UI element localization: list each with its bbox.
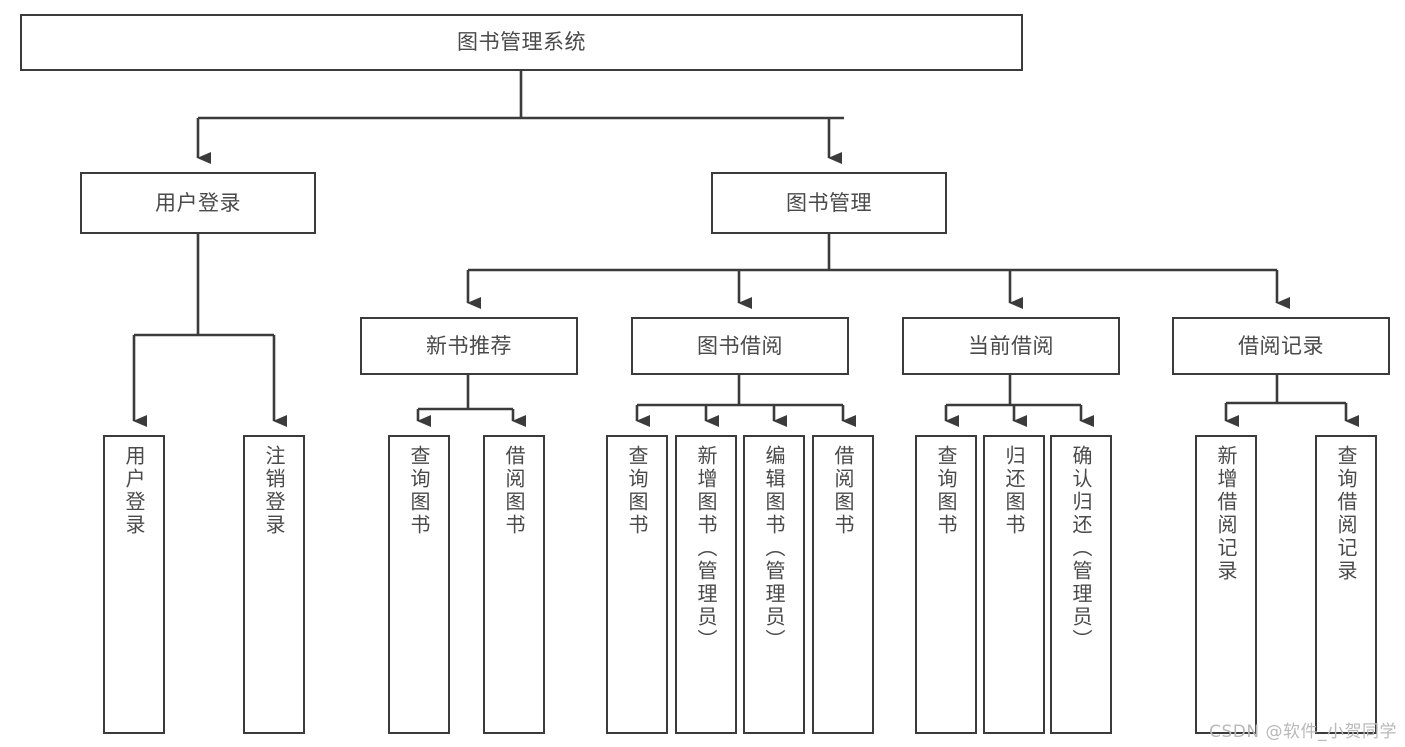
node-user-login-label: 用户登录 <box>155 190 241 215</box>
node-leaf-query-book-3-label: 查询图书 <box>934 445 958 537</box>
node-book-borrow-label: 图书借阅 <box>697 333 783 358</box>
node-root-label: 图书管理系统 <box>457 30 586 55</box>
node-book-manage-label: 图书管理 <box>786 190 872 215</box>
node-borrow-record[interactable]: 借阅记录 <box>1172 317 1390 375</box>
node-leaf-query-book-3[interactable]: 查询图书 <box>915 435 977 734</box>
node-current-borrow[interactable]: 当前借阅 <box>902 317 1120 375</box>
node-leaf-query-book-1-label: 查询图书 <box>407 445 431 537</box>
node-current-borrow-label: 当前借阅 <box>968 333 1054 358</box>
node-leaf-add-record[interactable]: 新增借阅记录 <box>1195 435 1257 734</box>
node-new-book-recommend[interactable]: 新书推荐 <box>360 317 578 375</box>
node-leaf-query-book-1[interactable]: 查询图书 <box>388 435 450 734</box>
node-leaf-add-book-label: 新增图书（管理员） <box>694 445 718 652</box>
node-leaf-logout[interactable]: 注销登录 <box>243 435 305 734</box>
node-leaf-confirm-return[interactable]: 确认归还（管理员） <box>1050 435 1112 734</box>
node-borrow-record-label: 借阅记录 <box>1238 333 1324 358</box>
csdn-watermark: CSDN @软件_小贺同学 <box>1209 722 1397 742</box>
node-leaf-borrow-book-1-label: 借阅图书 <box>502 445 526 537</box>
node-leaf-add-record-label: 新增借阅记录 <box>1214 445 1238 583</box>
node-root-system[interactable]: 图书管理系统 <box>20 14 1023 71</box>
node-book-borrow[interactable]: 图书借阅 <box>631 317 849 375</box>
node-book-manage[interactable]: 图书管理 <box>711 172 947 234</box>
node-user-login[interactable]: 用户登录 <box>80 172 316 234</box>
node-leaf-borrow-book-2[interactable]: 借阅图书 <box>812 435 874 734</box>
node-new-book-recommend-label: 新书推荐 <box>426 333 512 358</box>
node-leaf-return-book-label: 归还图书 <box>1002 445 1026 537</box>
node-leaf-user-login[interactable]: 用户登录 <box>103 435 165 734</box>
node-leaf-user-login-label: 用户登录 <box>122 445 146 537</box>
node-leaf-query-record[interactable]: 查询借阅记录 <box>1315 435 1377 734</box>
node-leaf-return-book[interactable]: 归还图书 <box>983 435 1045 734</box>
node-leaf-query-record-label: 查询借阅记录 <box>1334 445 1358 583</box>
node-leaf-edit-book[interactable]: 编辑图书（管理员） <box>743 435 805 734</box>
node-leaf-query-book-2[interactable]: 查询图书 <box>606 435 668 734</box>
node-leaf-borrow-book-1[interactable]: 借阅图书 <box>483 435 545 734</box>
node-leaf-logout-label: 注销登录 <box>262 445 286 537</box>
node-leaf-borrow-book-2-label: 借阅图书 <box>831 445 855 537</box>
node-leaf-query-book-2-label: 查询图书 <box>625 445 649 537</box>
node-leaf-confirm-return-label: 确认归还（管理员） <box>1069 445 1093 652</box>
node-leaf-add-book[interactable]: 新增图书（管理员） <box>675 435 737 734</box>
node-leaf-edit-book-label: 编辑图书（管理员） <box>762 445 786 652</box>
